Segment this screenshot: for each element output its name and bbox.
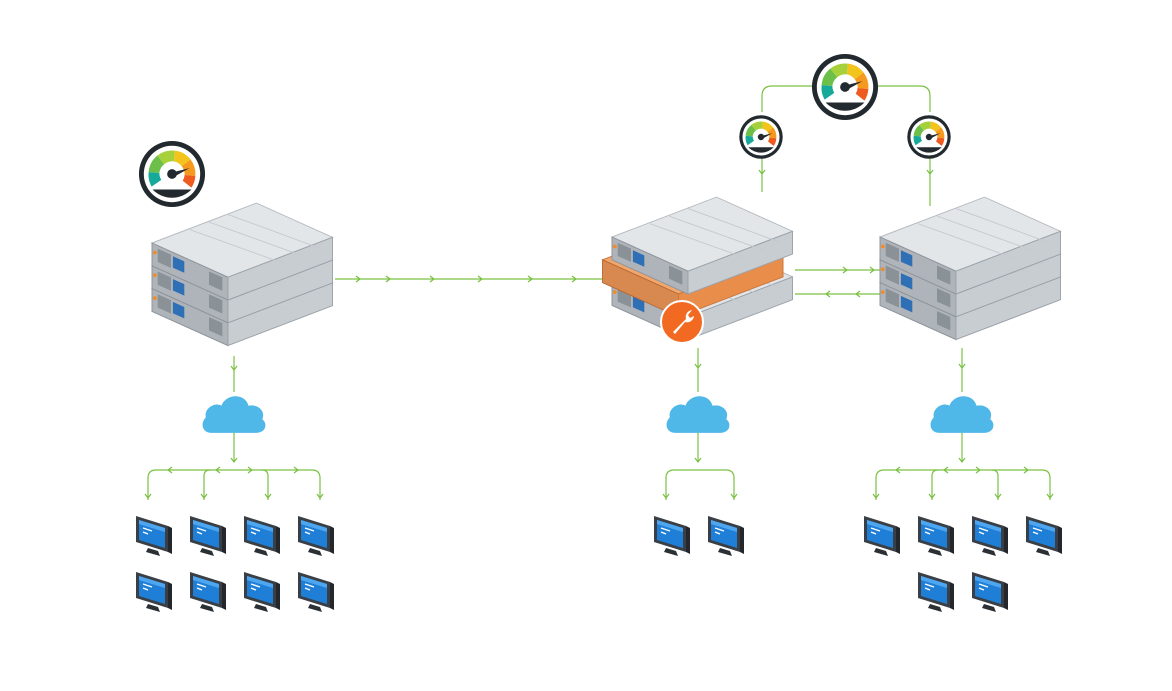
wrench-icon	[660, 300, 704, 344]
monitor-icon	[707, 515, 745, 557]
monitor-icon	[653, 515, 691, 557]
gauge-icon	[907, 115, 951, 159]
gauge-icon	[138, 140, 206, 208]
monitor-icon	[917, 515, 955, 557]
server-stack-icon	[879, 196, 1061, 341]
monitor-icon	[297, 571, 335, 613]
server-stack-icon	[601, 196, 793, 341]
monitor-icon	[1025, 515, 1063, 557]
monitor-icon	[135, 571, 173, 613]
gauge-icon	[739, 115, 783, 159]
monitor-icon	[243, 515, 281, 557]
connectors	[144, 85, 1054, 500]
monitor-icon	[971, 515, 1009, 557]
link-gauges	[761, 85, 931, 112]
monitor-icon	[297, 515, 335, 557]
monitor-icon	[863, 515, 901, 557]
workstations-middle	[653, 515, 745, 557]
cloud-icon	[666, 396, 730, 433]
gauge-icon	[811, 53, 879, 121]
cloud-icon	[202, 396, 266, 433]
monitor-icon	[243, 571, 281, 613]
monitor-icon	[971, 571, 1009, 613]
monitor-icon	[189, 571, 227, 613]
link-arrows	[355, 275, 578, 283]
workstations-left	[135, 515, 335, 613]
server-stack-icon	[151, 202, 333, 347]
cloud-icon	[930, 396, 994, 433]
workstations-right	[863, 515, 1063, 613]
monitor-icon	[189, 515, 227, 557]
monitor-icon	[917, 571, 955, 613]
monitor-icon	[135, 515, 173, 557]
